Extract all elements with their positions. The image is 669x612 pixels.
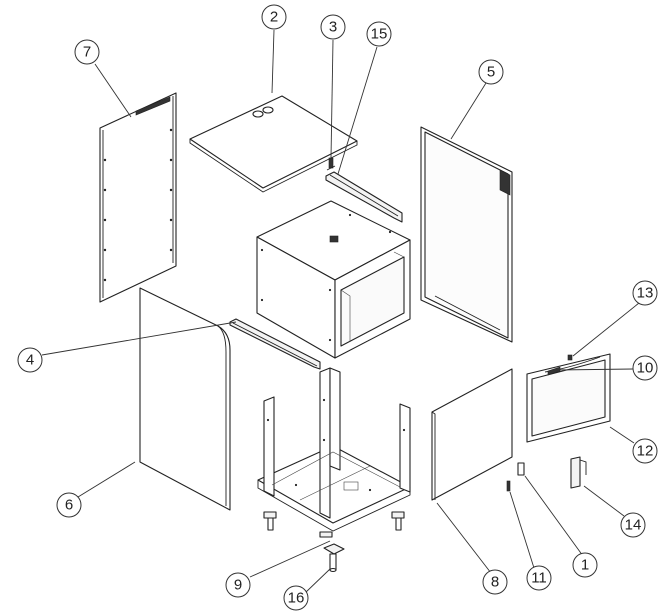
part-12-door [526, 353, 611, 443]
svg-text:5: 5 [487, 64, 495, 81]
balloon-11: 11 [526, 565, 552, 591]
part-13-screw [567, 354, 573, 361]
balloon-5: 5 [478, 59, 504, 85]
balloon-13: 13 [632, 280, 658, 306]
balloon-9: 9 [225, 572, 251, 598]
part-15-rail [325, 171, 403, 223]
part-7-side-panel [99, 92, 177, 303]
svg-text:13: 13 [637, 285, 654, 302]
base-frame [257, 367, 411, 538]
svg-text:6: 6 [65, 497, 73, 514]
leader-lines [41, 29, 640, 594]
svg-text:2: 2 [270, 9, 278, 26]
svg-text:3: 3 [329, 19, 337, 36]
balloon-8: 8 [482, 569, 508, 595]
balloon-7: 7 [74, 39, 100, 65]
balloon-15: 15 [366, 21, 392, 47]
part-10-handle [547, 366, 561, 376]
balloon-4: 4 [17, 347, 43, 373]
svg-text:1: 1 [581, 557, 589, 574]
svg-text:12: 12 [637, 443, 654, 460]
upper-frame [256, 200, 411, 359]
balloon-16: 16 [283, 585, 309, 611]
balloon-3: 3 [320, 14, 346, 40]
part-2-top-cover [189, 95, 358, 193]
svg-text:7: 7 [83, 44, 91, 61]
balloon-1: 1 [572, 552, 598, 578]
part-5-rear-panel [420, 126, 513, 343]
balloon-12: 12 [632, 438, 658, 464]
balloon-14: 14 [620, 512, 646, 538]
svg-text:8: 8 [491, 574, 499, 591]
svg-text:15: 15 [371, 26, 388, 43]
part-11-pin [506, 480, 511, 492]
part-balloons: 2 3 15 7 5 13 4 10 12 6 14 1 11 8 9 16 [17, 4, 658, 611]
svg-text:11: 11 [531, 570, 547, 587]
part-14-hinge [570, 456, 587, 489]
balloon-6: 6 [56, 492, 82, 518]
svg-text:10: 10 [637, 360, 654, 377]
part-6-front-panel [139, 287, 231, 511]
svg-text:16: 16 [288, 590, 305, 607]
svg-text:9: 9 [234, 577, 242, 594]
part-4-rail [229, 318, 321, 370]
part-1-latch [517, 462, 525, 476]
svg-text:4: 4 [26, 352, 34, 369]
part-8-side-panel [431, 368, 513, 501]
balloon-2: 2 [261, 4, 287, 30]
balloon-10: 10 [632, 355, 658, 381]
part-16-foot [323, 543, 345, 573]
svg-text:14: 14 [625, 517, 642, 534]
